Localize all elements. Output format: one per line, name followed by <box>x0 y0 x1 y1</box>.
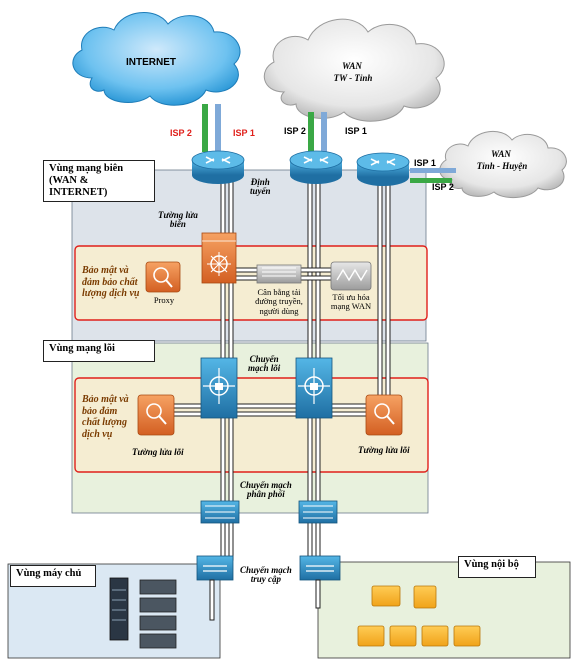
wan-isp2-label: ISP 2 <box>284 126 306 136</box>
core-switch-label: Chuyển mạch lõi <box>248 354 281 374</box>
isp-links <box>202 104 456 183</box>
wan-opt-line2: mạng WAN <box>330 301 372 312</box>
core-zone-title: Vùng mạng lõi <box>43 340 155 362</box>
th-isp2-label: ISP 2 <box>432 182 454 192</box>
core-sw-line1: Chuyển <box>249 354 279 364</box>
wan-optimization-icon <box>330 261 372 291</box>
core-security-line1: Bảo mật và <box>82 394 129 405</box>
wan-tw-label-line1: WAN <box>342 61 362 71</box>
access-switch-label: Chuyển mạch truy cập <box>240 565 292 585</box>
wan-th-label-line2: Tỉnh - Huyện <box>476 161 528 171</box>
edge-security-line3: lượng dịch vụ <box>82 288 140 299</box>
wan-tw-label-line2: TW - Tỉnh <box>333 73 373 83</box>
edge-firewall-icon <box>201 232 237 284</box>
access-links <box>209 579 321 621</box>
edge-security-line2: đảm bảo chất <box>82 276 138 288</box>
core-firewall-left-icon <box>137 394 175 436</box>
distribution-switch-1 <box>200 500 240 524</box>
edge-firewall-line1: Tường lửa <box>158 210 198 220</box>
dist-switch-label: Chuyển mạch phân phối <box>240 480 292 500</box>
edge-security-text: Bảo mật và đảm bảo chất lượng dịch vụ <box>82 265 139 300</box>
edge-zone-title-line2: (WAN & INTERNET) <box>49 175 108 199</box>
wan-th-label-line1: WAN <box>491 149 511 159</box>
lb-line3: người dùng <box>259 305 299 316</box>
lb-line1: Cân bằng tải <box>257 287 301 297</box>
proxy-icon <box>145 261 181 293</box>
internet-isp1-label: ISP 1 <box>233 128 255 138</box>
access-switch-1 <box>196 555 234 581</box>
core-sw-line2: mạch lõi <box>248 363 281 374</box>
proxy-label: Proxy <box>153 295 175 305</box>
core-security-line2: bảo đảm <box>82 405 118 417</box>
th-isp1-label: ISP 1 <box>414 158 436 168</box>
core-firewall-right-icon <box>365 394 403 436</box>
server-stack-icon <box>139 579 177 649</box>
router-1 <box>191 150 245 184</box>
router-3 <box>356 152 410 186</box>
dist-sw-line2: phân phối <box>246 489 285 500</box>
distribution-switch-2 <box>298 500 338 524</box>
internal-zone-title: Vùng nội bộ <box>458 556 536 578</box>
access-switch-2 <box>299 555 341 581</box>
dist-sw-line1: Chuyển mạch <box>240 480 292 490</box>
core-switch-1 <box>200 357 238 419</box>
internet-cloud <box>72 12 241 106</box>
internet-label: INTERNET <box>126 57 176 68</box>
internet-isp2-label: ISP 2 <box>170 128 192 138</box>
server-zone-title: Vùng máy chủ <box>10 565 96 587</box>
core-fw-right-label: Tường lửa lõi <box>358 445 410 455</box>
edge-security-line1: Bảo mật và <box>82 265 129 276</box>
server-tower-icon <box>109 577 129 641</box>
access-sw-line1: Chuyển mạch <box>240 565 292 575</box>
routing-label: Định tuyến <box>250 177 271 197</box>
lb-line2: đường truyền, <box>255 296 303 307</box>
core-security-text: Bảo mật và bảo đảm chất lượng dịch vụ <box>82 394 129 440</box>
access-sw-line2: truy cập <box>250 574 281 585</box>
edge-firewall-label: Tường lửa biên <box>158 210 198 230</box>
core-security-line4: dịch vụ <box>82 428 113 440</box>
wan-tw-cloud <box>263 18 445 122</box>
wan-isp1-label: ISP 1 <box>345 126 367 136</box>
wan-th-cloud <box>439 131 567 198</box>
edge-firewall-line2: biên <box>169 219 186 230</box>
load-balancer-label: Cân bằng tải đường truyền, người dùng <box>246 287 312 316</box>
wan-opt-label: Tối ưu hóa mạng WAN <box>322 292 380 312</box>
core-fw-left-label: Tường lửa lõi <box>132 447 184 457</box>
core-security-line3: chất lượng <box>82 417 127 428</box>
ip-phone-icon <box>413 585 437 609</box>
users-icon <box>357 625 481 647</box>
edge-zone-title-line1: Vùng mạng biên <box>49 163 124 174</box>
core-switch-2 <box>295 357 333 419</box>
load-balancer-icon <box>256 264 302 284</box>
routing-line1: Định <box>250 177 270 187</box>
router-2 <box>289 150 343 184</box>
edge-zone-title: Vùng mạng biên (WAN & INTERNET) <box>43 160 155 203</box>
pc-icon <box>371 585 401 607</box>
routing-line2: tuyến <box>250 186 271 197</box>
wan-opt-line1: Tối ưu hóa <box>332 292 370 302</box>
